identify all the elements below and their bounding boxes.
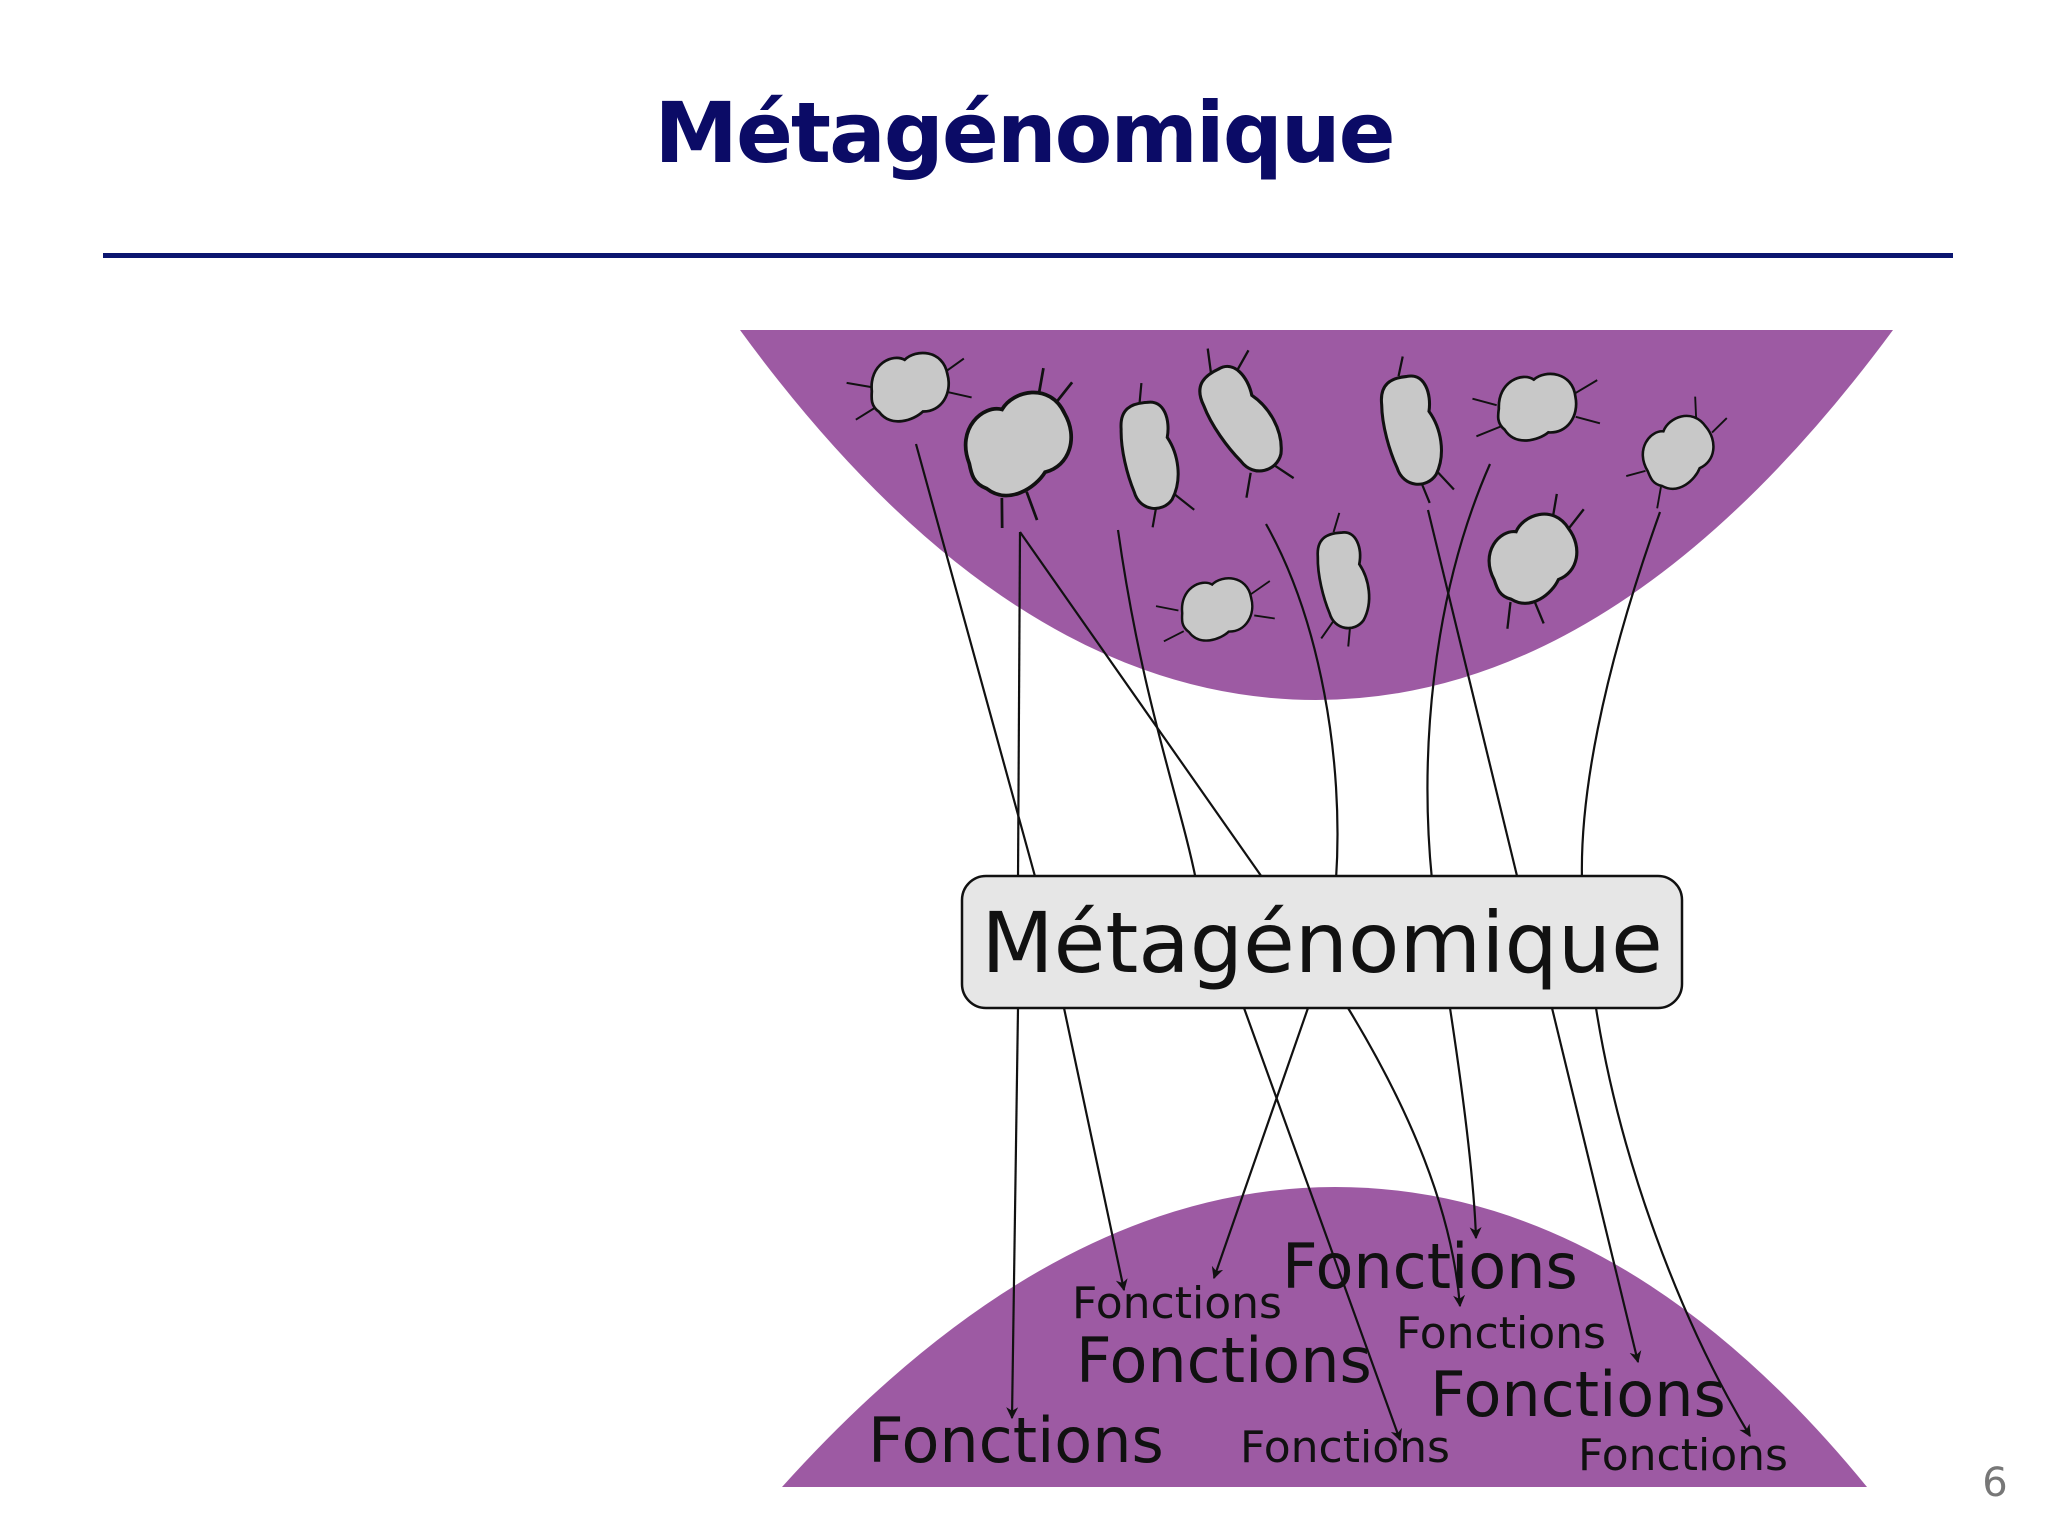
microbe-icon [1316, 512, 1371, 647]
function-label: Fonctions [1072, 1278, 1282, 1329]
microbe-icon [846, 351, 972, 423]
function-labels: Fonctions Fonctions Fonctions Fonctions … [868, 1230, 1788, 1481]
microbe-icon [1379, 356, 1455, 504]
microbe-icon [1198, 348, 1295, 498]
microbe-icon [1487, 493, 1585, 629]
gene-flow-lines-upper [914, 443, 1662, 881]
microbe-icon [963, 367, 1074, 529]
microbe-icon [1472, 372, 1601, 442]
slide-title: Métagénomique [654, 84, 1395, 182]
function-label: Fonctions [1240, 1422, 1450, 1473]
page-number: 6 [1982, 1460, 2008, 1506]
functions-dome [782, 1187, 1867, 1487]
microbe-icon [1119, 382, 1195, 528]
microbe-icon [1626, 396, 1728, 509]
metagenomics-box: Métagénomique [960, 874, 1684, 1010]
function-label: Fonctions [868, 1404, 1164, 1477]
microbe-icon [1155, 577, 1275, 643]
function-label: Fonctions [1282, 1230, 1578, 1303]
microbe-group [846, 348, 1728, 647]
function-label: Fonctions [1578, 1430, 1788, 1481]
title-rule [103, 253, 1953, 258]
gene-flow-arrows-lower [1006, 1007, 1751, 1442]
function-label: Fonctions [1430, 1358, 1726, 1431]
box-label: Métagénomique [981, 894, 1663, 992]
function-label: Fonctions [1076, 1324, 1372, 1397]
function-label: Fonctions [1396, 1308, 1606, 1359]
